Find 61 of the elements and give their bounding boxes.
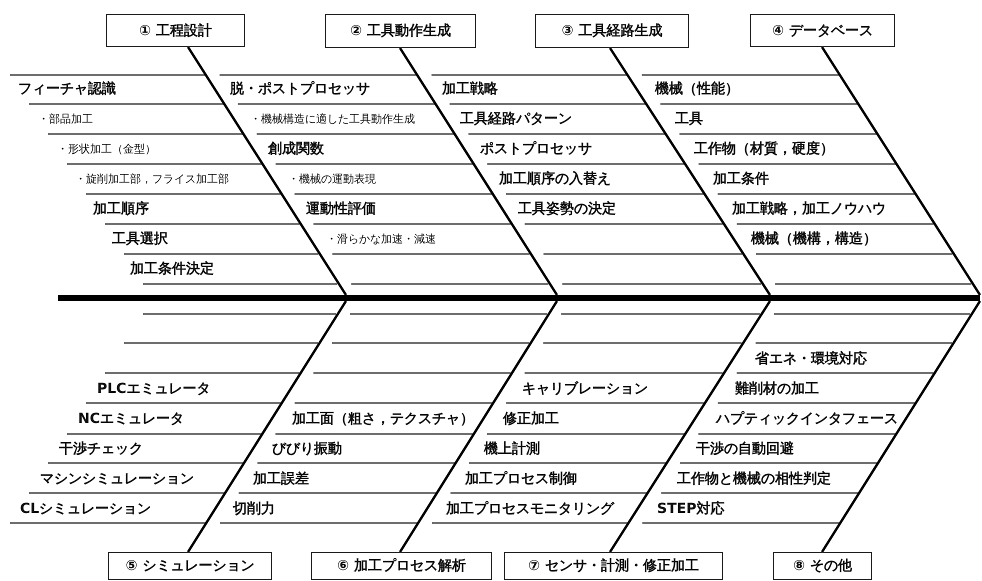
cause-label: 工作物と機械の相性判定 [677, 472, 831, 486]
sub-item-text: ・機械の運動表現 [288, 174, 376, 184]
bone-line [186, 46, 348, 296]
bone-line [820, 46, 982, 296]
cause-label: 干渉の自動回避 [696, 442, 794, 456]
category-box: ⑤ シミュレーション [108, 552, 272, 580]
cause-label: 機上計測 [484, 442, 540, 456]
cause-label: PLCエミュレータ [97, 382, 210, 396]
cause-label: 運動性評価 [306, 202, 376, 216]
cause-label: 脱・ポストプロセッサ [230, 82, 370, 96]
cause-label: 工具選択 [112, 232, 168, 246]
category-box: ④ データベース [750, 14, 895, 47]
cause-label: NCエミュレータ [78, 412, 184, 426]
bone-line [186, 300, 348, 553]
cause-label: 加工条件 [713, 172, 769, 186]
category-box: ③ 工具経路生成 [535, 14, 689, 48]
cause-label: 工具姿勢の決定 [518, 202, 616, 216]
bone-line [608, 47, 772, 296]
category-box: ⑥ 加工プロセス解析 [311, 552, 492, 580]
cause-label: ポストプロセッサ [480, 142, 592, 156]
cause-label: 機械（性能） [655, 82, 739, 96]
bone-line [398, 300, 558, 553]
bone-line [820, 300, 982, 553]
cause-label: 加工プロセスモニタリング [446, 502, 614, 516]
cause-label: キャリブレーション [522, 382, 648, 396]
cause-label: 加工順序の入替え [499, 172, 611, 186]
bone-line [398, 47, 558, 296]
cause-label: 加工条件決定 [130, 262, 214, 276]
cause-label: 創成関数 [268, 142, 324, 156]
sub-item-text: ・旋削加工部，フライス加工部 [75, 174, 229, 184]
cause-label: CLシミュレーション [20, 502, 152, 516]
cause-label: STEP対応 [657, 502, 724, 516]
cause-label: 加工戦略 [442, 82, 498, 96]
sub-item-text: ・滑らかな加速・減速 [326, 234, 436, 244]
category-box: ② 工具動作生成 [325, 14, 476, 48]
cause-label: 加工順序 [93, 202, 149, 216]
cause-label: 工具経路パターン [460, 112, 572, 126]
cause-label: フィーチャ認識 [18, 82, 116, 96]
cause-label: 難削材の加工 [735, 382, 819, 396]
cause-label: 工作物（材質，硬度） [694, 142, 834, 156]
cause-label: 加工面（粗さ，テクスチャ） [292, 412, 474, 426]
fishbone-spine [58, 295, 980, 301]
cause-label: 加工プロセス制御 [465, 472, 577, 486]
cause-label: 工具 [675, 112, 703, 126]
category-box: ① 工程設計 [106, 14, 245, 47]
cause-label: 機械（機構，構造） [751, 232, 877, 246]
cause-label: 切削力 [233, 502, 275, 516]
bone-line [608, 300, 772, 553]
category-box: ⑧ その他 [773, 552, 872, 580]
cause-label: 加工誤差 [253, 472, 309, 486]
category-box: ⑦ センサ・計測・修正加工 [504, 552, 723, 580]
cause-label: 修正加工 [503, 412, 559, 426]
cause-label: びびり振動 [272, 442, 342, 456]
cause-label: マシンシミュレーション [40, 472, 194, 486]
cause-label: ハプティックインタフェース [716, 412, 898, 426]
sub-item-text: ・形状加工（金型） [57, 144, 156, 154]
cause-label: 省エネ・環境対応 [755, 352, 867, 366]
sub-item-text: ・部品加工 [38, 114, 93, 124]
cause-label: 加工戦略，加工ノウハウ [732, 202, 886, 216]
sub-item-text: ・機械構造に適した工具動作生成 [250, 114, 415, 124]
cause-label: 干渉チェック [59, 442, 143, 456]
